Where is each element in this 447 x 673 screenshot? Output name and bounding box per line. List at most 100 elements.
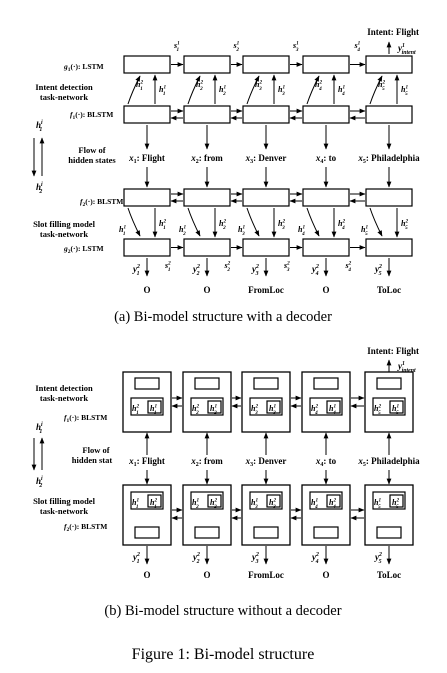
h-box [207, 400, 222, 414]
flow-a1: Flow of [78, 145, 105, 155]
intent-task-b2: task-network [40, 393, 88, 403]
blstm-cell-f1 [123, 105, 171, 124]
h-box [207, 494, 222, 508]
h-box [326, 400, 341, 414]
flow-b2: hidden stat [72, 455, 113, 465]
lstm-cell-g2 [365, 238, 413, 257]
intent-inner-cell [134, 377, 160, 390]
blstm-cell-f2 [242, 188, 290, 207]
slot-task-a2: task-network [40, 229, 88, 239]
f2-label-a: f2(·): BLSTM [80, 197, 123, 208]
intent-inner-cell [313, 377, 339, 390]
blstm-cell-f1 [242, 105, 290, 124]
blstm-cell-f2 [302, 188, 350, 207]
blstm-cell-f2 [183, 188, 231, 207]
h-box [266, 494, 281, 508]
word-a-2: x2: from [190, 153, 223, 165]
tag-a: FromLoc [248, 285, 284, 295]
lstm-cell-g1 [365, 55, 413, 74]
tag-a: O [143, 285, 150, 295]
intent-task-a1: Intent detection [35, 82, 93, 92]
word-a-5: x5: Philadelphia [357, 153, 420, 165]
tag-a: ToLoc [377, 285, 401, 295]
figure-caption: Figure 1: Bi-model structure [132, 646, 315, 663]
slot-task-b2: task-network [40, 506, 88, 516]
lstm-cell-g2 [242, 238, 290, 257]
word-b-2: x2: from [190, 456, 223, 468]
intent-task-a2: task-network [40, 92, 88, 102]
f1-label-a: f1(·): BLSTM [70, 110, 113, 121]
cross-curve-top [369, 75, 383, 105]
intent-label-a: Intent: Flight [367, 27, 419, 37]
word-b-4: x4: to [315, 456, 337, 468]
flow-a2: hidden states [68, 155, 116, 165]
slot-inner-cell [376, 526, 402, 539]
intent-task-b1: Intent detection [35, 383, 93, 393]
intent-inner-cell [253, 377, 279, 390]
word-a-3: x3: Denver [245, 153, 287, 165]
word-b-1: x1: Flight [128, 456, 165, 468]
slot-inner-cell [313, 526, 339, 539]
blstm-cell-f1 [183, 105, 231, 124]
g2-label: g2(·): LSTM [63, 244, 104, 255]
slot-inner-cell [134, 526, 160, 539]
h-box [326, 494, 341, 508]
tag-b: O [203, 570, 210, 580]
tag-b: O [322, 570, 329, 580]
g1-label: g1(·): LSTM [63, 62, 104, 73]
blstm-cell-f1 [365, 105, 413, 124]
h-box [389, 400, 404, 414]
intent-inner-cell [194, 377, 220, 390]
f1-label-b: f1(·): BLSTM [64, 413, 107, 424]
word-a-4: x4: to [315, 153, 337, 165]
lstm-cell-g2 [123, 238, 171, 257]
tag-b: ToLoc [377, 570, 401, 580]
word-b-3: x3: Denver [245, 456, 287, 468]
tag-a: O [322, 285, 329, 295]
